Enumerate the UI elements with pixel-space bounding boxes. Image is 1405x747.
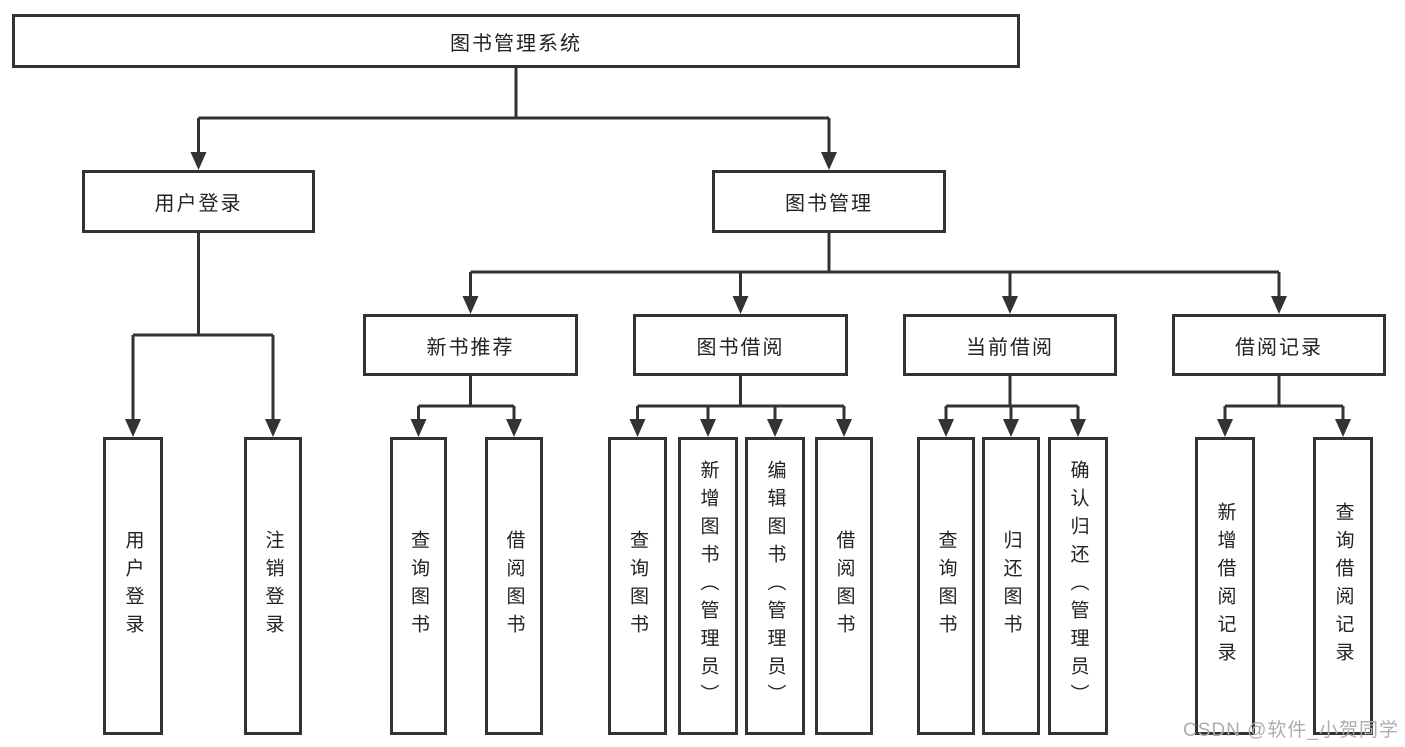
connector-borrow-to-leaves: [636, 376, 846, 422]
node-new-book-recommendation: 新书推荐: [363, 314, 578, 376]
connector-newbook-to-leaves: [417, 376, 516, 422]
leaf-logout-label: 注销登录: [262, 530, 284, 642]
node-borrowing-records-label: 借阅记录: [1235, 336, 1323, 359]
leaf-borrow-search-books-label: 查询图书: [627, 530, 648, 642]
leaf-return-books-label: 归还图书: [1000, 530, 1022, 642]
node-borrowing-records: 借阅记录: [1172, 314, 1386, 376]
leaf-return-books: 归还图书: [982, 437, 1040, 735]
node-current-borrowing: 当前借阅: [903, 314, 1117, 376]
node-root-label: 图书管理系统: [450, 32, 582, 55]
leaf-newbook-search-books-label: 查询图书: [408, 530, 429, 642]
node-book-borrowing: 图书借阅: [633, 314, 848, 376]
leaf-borrow-search-books: 查询图书: [608, 437, 667, 735]
leaf-borrow-books: 借阅图书: [815, 437, 873, 735]
leaf-search-borrowing-record-label: 查询借阅记录: [1332, 502, 1354, 670]
leaf-current-search-books-label: 查询图书: [935, 530, 957, 642]
leaf-edit-books-admin: 编辑图书（管理员）: [745, 437, 805, 735]
leaf-current-search-books: 查询图书: [917, 437, 975, 735]
node-user-login-label: 用户登录: [154, 193, 243, 215]
leaf-confirm-return-admin: 确认归还（管理员）: [1048, 437, 1108, 735]
leaf-confirm-return-admin-label: 确认归还（管理员）: [1067, 460, 1089, 712]
connector-bookmgmt-to-level3: [469, 233, 1281, 300]
node-root-library-management-system: 图书管理系统: [12, 14, 1020, 68]
connector-userlogin-to-leaves: [131, 233, 275, 422]
leaf-borrow-books-label: 借阅图书: [833, 530, 855, 642]
leaf-add-borrowing-record: 新增借阅记录: [1195, 437, 1255, 735]
node-current-borrowing-label: 当前借阅: [966, 336, 1054, 359]
leaf-newbook-search-books: 查询图书: [390, 437, 447, 735]
leaf-add-books-admin: 新增图书（管理员）: [678, 437, 738, 735]
node-new-book-recommendation-label: 新书推荐: [426, 336, 515, 359]
connector-root-to-level2: [197, 68, 831, 155]
connector-records-to-leaves: [1223, 376, 1345, 422]
leaf-add-borrowing-record-label: 新增借阅记录: [1214, 502, 1236, 670]
node-book-management: 图书管理: [712, 170, 946, 233]
csdn-watermark: CSDN @软件_小贺同学: [1183, 720, 1399, 741]
leaf-edit-books-admin-label: 编辑图书（管理员）: [764, 460, 786, 712]
node-book-management-label: 图书管理: [785, 193, 873, 215]
leaf-user-login: 用户登录: [103, 437, 163, 735]
node-user-login: 用户登录: [82, 170, 315, 233]
node-book-borrowing-label: 图书借阅: [696, 336, 785, 359]
leaf-newbook-borrow-books-label: 借阅图书: [503, 530, 525, 642]
leaf-add-books-admin-label: 新增图书（管理员）: [697, 460, 719, 712]
arrowheads: [125, 152, 1351, 437]
leaf-newbook-borrow-books: 借阅图书: [485, 437, 543, 735]
leaf-search-borrowing-record: 查询借阅记录: [1313, 437, 1373, 735]
leaf-user-login-label: 用户登录: [122, 530, 144, 642]
connector-current-to-leaves: [944, 376, 1080, 422]
leaf-logout: 注销登录: [244, 437, 302, 735]
